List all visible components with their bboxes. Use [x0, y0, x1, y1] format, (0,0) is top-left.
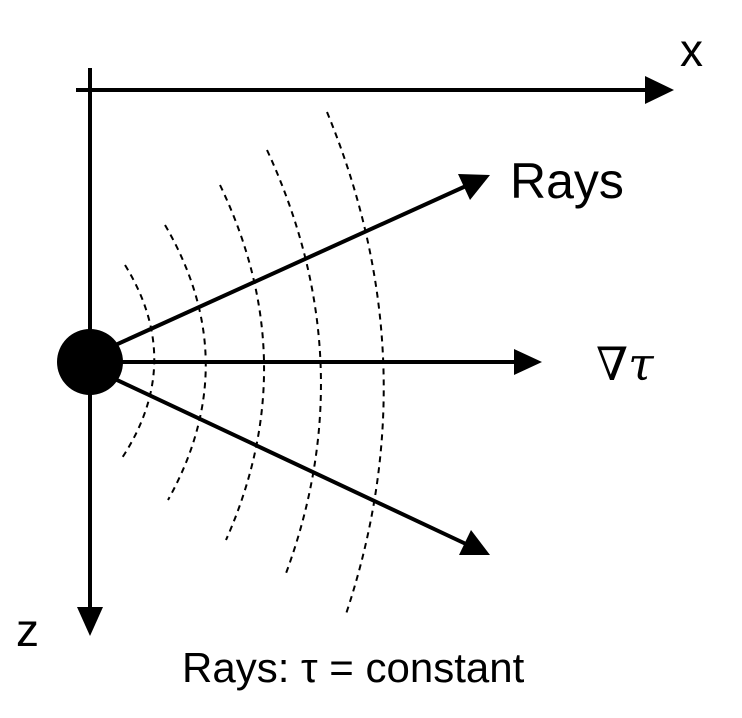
x-axis: [76, 76, 674, 104]
rays: [99, 174, 542, 555]
x-axis-arrowhead: [645, 76, 674, 104]
ray-middle-arrowhead: [514, 349, 542, 375]
source-point: [57, 329, 123, 395]
ray-upper: [99, 174, 490, 354]
ray-middle-gradient: [110, 349, 542, 375]
ray-lower-arrowhead: [459, 530, 490, 555]
gradient-tau-label: ∇τ: [596, 337, 655, 391]
z-axis-label: z: [16, 604, 39, 656]
caption: Rays: τ = constant: [182, 644, 525, 691]
ray-lower: [99, 370, 490, 555]
z-axis-arrowhead: [77, 607, 103, 636]
rays-label: Rays: [510, 153, 624, 209]
ray-upper-arrowhead: [458, 174, 490, 200]
x-axis-label: x: [680, 24, 703, 76]
